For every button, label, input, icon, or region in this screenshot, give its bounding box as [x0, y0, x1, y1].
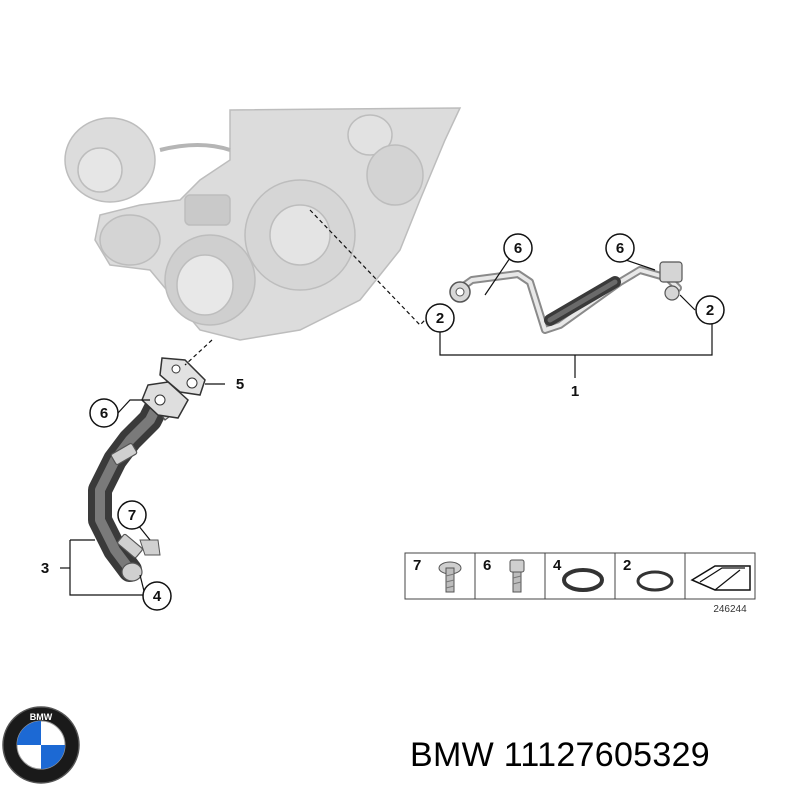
callout-2-left: 2: [425, 303, 455, 333]
legend-item-o-ring-2: 2: [623, 557, 674, 592]
callout-2-right: 2: [695, 295, 725, 325]
label-1: 1: [571, 383, 579, 400]
callout-4: 4: [142, 581, 172, 611]
callout-6-top-right: 6: [605, 233, 635, 263]
brand-name: BMW: [410, 736, 494, 774]
diagram-reference-number: 246244: [713, 604, 747, 615]
svg-text:2: 2: [706, 302, 714, 319]
label-5: 5: [236, 376, 244, 393]
o-ring-icon: [562, 568, 604, 592]
legend-item-o-ring-4: 4: [553, 557, 604, 592]
bolt-icon: [438, 561, 462, 593]
svg-text:4: 4: [553, 557, 562, 574]
svg-text:4: 4: [153, 588, 162, 605]
svg-text:7: 7: [128, 507, 136, 524]
gasket-part: [159, 357, 206, 396]
parts-legend: 7 6 4 2: [404, 552, 756, 615]
bolt-icon: [509, 559, 525, 593]
legend-item-bolt-7: 7: [413, 557, 462, 593]
part-number-label: BMW 11127605329: [410, 736, 795, 775]
callout-6-top-left: 6: [503, 233, 533, 263]
bmw-logo-icon: BMW: [2, 706, 80, 784]
svg-text:6: 6: [100, 405, 108, 422]
legend-item-bolt-6: 6: [483, 557, 525, 593]
direction-arrow-icon: [690, 565, 751, 591]
callout-7: 7: [117, 500, 147, 530]
svg-text:2: 2: [436, 310, 444, 327]
label-3: 3: [41, 560, 49, 577]
svg-text:6: 6: [616, 240, 624, 257]
feed-line-pipe: [449, 261, 683, 334]
svg-text:BMW: BMW: [30, 712, 53, 722]
svg-text:7: 7: [413, 557, 421, 574]
callout-6-left: 6: [89, 398, 119, 428]
turbocharger-illustration: [64, 107, 462, 341]
svg-text:6: 6: [483, 557, 491, 574]
svg-text:6: 6: [514, 240, 522, 257]
o-ring-icon: [636, 570, 674, 592]
svg-text:2: 2: [623, 557, 631, 574]
part-number: 11127605329: [503, 736, 711, 774]
